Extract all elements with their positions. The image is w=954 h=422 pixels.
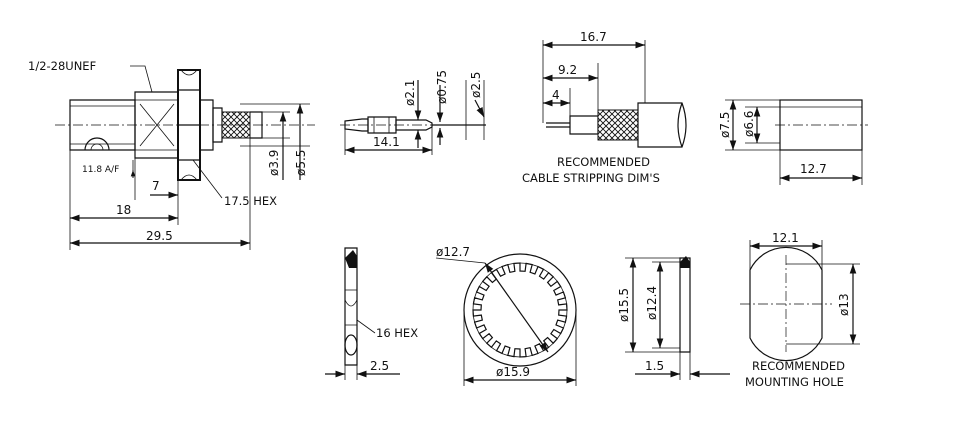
mount-caption-2: MOUNTING HOLE <box>745 375 844 389</box>
mounting-hole-view <box>740 240 860 362</box>
pin-dia-2-5: ø2.5 <box>469 72 483 98</box>
lockwasher-teeth <box>472 262 568 358</box>
dim-18: 18 <box>116 203 131 217</box>
lockwasher-outer-dia: ø15.9 <box>496 365 530 379</box>
thread-label: 1/2-28UNEF <box>28 59 96 73</box>
cable-stripping-view <box>542 40 687 148</box>
dim-29-5: 29.5 <box>146 229 173 243</box>
ferrule-dia-6-6: ø6.6 <box>742 111 756 137</box>
strip-caption-2: CABLE STRIPPING DIM'S <box>522 171 660 185</box>
hex-nut-view <box>325 247 400 380</box>
strip-caption-1: RECOMMENDED <box>557 155 650 169</box>
lockwasher-inner-dia: ø12.7 <box>436 245 470 259</box>
mount-flat: 12.1 <box>772 231 799 245</box>
center-pin-view <box>340 80 486 155</box>
washer-outer-dia: ø15.5 <box>617 288 631 322</box>
lockwasher-view <box>435 253 577 386</box>
hex-17-5-label: 17.5 HEX <box>224 194 277 208</box>
pin-length: 14.1 <box>373 135 400 149</box>
washer-view <box>625 256 730 380</box>
mount-dia: ø13 <box>837 293 851 316</box>
nut-hex-label: 16 HEX <box>376 326 418 340</box>
nut-thickness: 2.5 <box>370 359 389 373</box>
dim-dia-5-5: ø5.5 <box>294 150 308 176</box>
washer-inner-dia: ø12.4 <box>645 286 659 320</box>
across-flats-label: 11.8 A/F <box>82 165 119 175</box>
connector-side-view <box>55 65 315 250</box>
pin-dia-2-1: ø2.1 <box>403 80 417 106</box>
ferrule-view <box>725 99 868 185</box>
ferrule-dia-7-5: ø7.5 <box>718 112 732 138</box>
mount-caption-1: RECOMMENDED <box>752 359 845 373</box>
ferrule-length: 12.7 <box>800 162 827 176</box>
washer-thickness: 1.5 <box>645 359 664 373</box>
dim-7: 7 <box>152 179 160 193</box>
strip-dim-16-7: 16.7 <box>580 30 607 44</box>
strip-dim-9-2: 9.2 <box>558 63 577 77</box>
strip-dim-4: 4 <box>552 88 560 102</box>
dim-dia-3-9: ø3.9 <box>267 150 281 176</box>
pin-dia-0-75: ø0.75 <box>435 70 449 104</box>
